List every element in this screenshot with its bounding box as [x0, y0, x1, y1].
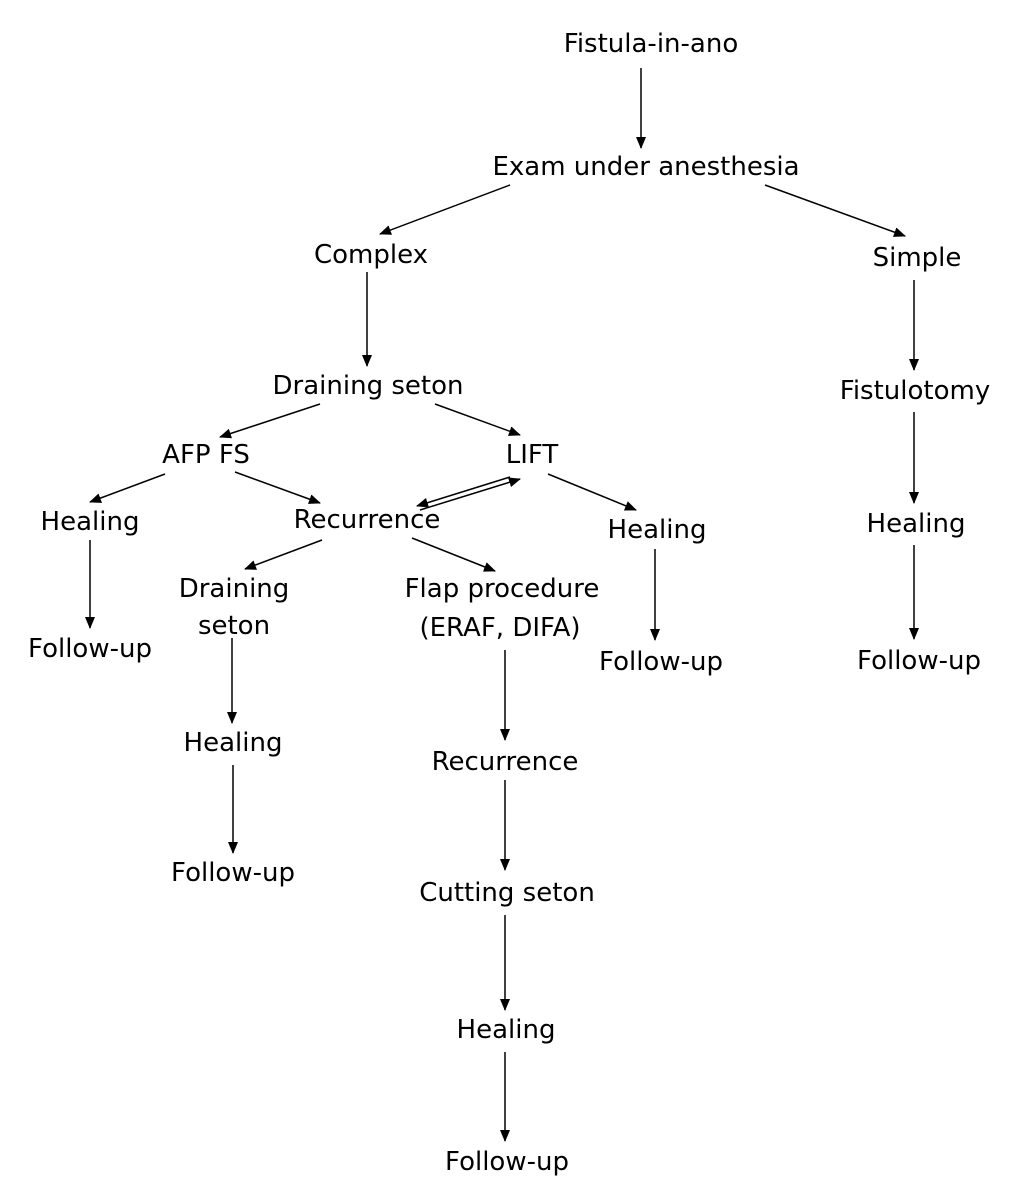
node-recurrence: Recurrence [293, 505, 441, 535]
arrow-afp-fs-to-recurrence [234, 471, 321, 504]
arrow-exam-to-simple [764, 184, 906, 237]
node-cutting-seton: Cutting seton [419, 878, 595, 908]
arrow-exam-to-complex [379, 184, 511, 235]
node-healing-draining-seton: Healing [183, 728, 283, 758]
arrow-recurrence-to-lift [419, 477, 521, 511]
node-follow-up-fistulotomy: Follow-up [857, 646, 981, 676]
node-afp-fs: AFP FS [162, 440, 250, 470]
node-flap-procedure-line1: Flap procedure [404, 574, 600, 604]
node-fistula-in-ano: Fistula-in-ano [563, 29, 739, 59]
node-draining-seton-line1: Draining [178, 574, 290, 604]
node-follow-up-afp: Follow-up [28, 634, 152, 664]
node-simple: Simple [872, 243, 962, 273]
node-draining-seton-line2: seton [197, 611, 271, 641]
node-follow-up-lift: Follow-up [599, 647, 723, 677]
node-lift: LIFT [505, 440, 559, 470]
node-fistulotomy: Fistulotomy [839, 376, 991, 406]
arrow-lift-to-healing [547, 473, 637, 511]
node-flap-procedure-line2: (ERAF, DIFA) [419, 613, 581, 643]
node-complex: Complex [313, 240, 429, 270]
node-healing-afp: Healing [40, 507, 140, 537]
node-draining-seton: Draining seton [272, 371, 464, 401]
node-follow-up-cutting-seton: Follow-up [445, 1147, 569, 1177]
arrow-lift-to-recurrence [416, 476, 511, 508]
node-healing-fistulotomy: Healing [866, 509, 966, 539]
node-recurrence-flap: Recurrence [431, 747, 579, 777]
arrow-recurrence-to-flap-procedure [411, 537, 496, 572]
node-healing-lift: Healing [607, 515, 707, 545]
arrow-recurrence-to-draining-seton [244, 539, 323, 570]
node-exam-under-anesthesia: Exam under anesthesia [492, 152, 800, 182]
arrow-draining-seton-to-lift [434, 403, 521, 436]
node-follow-up-draining-seton: Follow-up [171, 858, 295, 888]
arrow-draining-seton-to-afp-fs [219, 403, 321, 439]
arrow-afp-fs-to-healing [89, 473, 166, 503]
node-healing-cutting-seton: Healing [456, 1015, 556, 1045]
